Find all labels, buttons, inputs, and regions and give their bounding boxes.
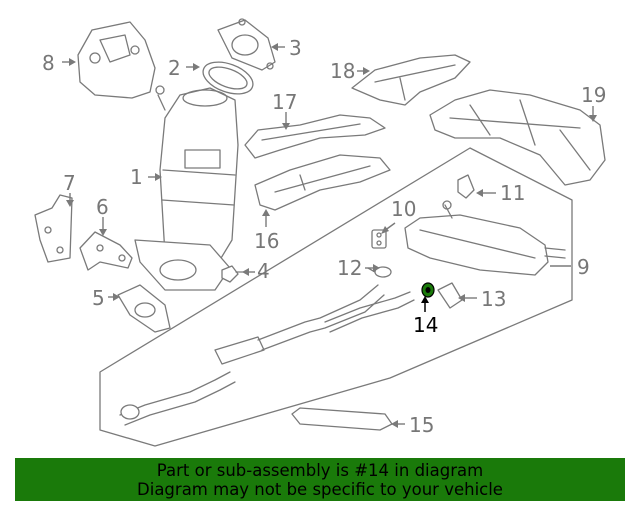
part-14-highlighted[interactable] <box>421 282 435 298</box>
callout-1[interactable]: 1 <box>130 165 143 189</box>
part-13-clamp[interactable] <box>437 282 463 309</box>
part-11-hanger[interactable] <box>457 174 475 199</box>
part-10-insulator[interactable] <box>371 229 387 249</box>
part-1-catalytic-converter[interactable] <box>134 85 239 291</box>
info-banner: Part or sub-assembly is #14 in diagram D… <box>15 458 625 501</box>
callout-6[interactable]: 6 <box>96 195 109 219</box>
callout-labels: 8 2 3 1 4 5 6 7 17 16 18 19 11 10 9 12 1… <box>42 36 606 437</box>
callout-3[interactable]: 3 <box>289 36 302 60</box>
callout-14[interactable]: 14 <box>413 313 438 337</box>
callout-16[interactable]: 16 <box>254 229 279 253</box>
part-3-gasket[interactable] <box>217 18 276 71</box>
callout-18[interactable]: 18 <box>330 59 355 83</box>
callout-11[interactable]: 11 <box>500 181 525 205</box>
callout-2[interactable]: 2 <box>168 56 181 80</box>
part-17-heat-shield[interactable] <box>244 114 386 159</box>
callout-10[interactable]: 10 <box>391 197 416 221</box>
callout-17[interactable]: 17 <box>272 90 297 114</box>
part-19-heat-shield[interactable] <box>429 89 606 186</box>
callout-4[interactable]: 4 <box>257 259 270 283</box>
assembly-outline <box>99 147 573 447</box>
leader-lines <box>62 43 597 428</box>
callout-19[interactable]: 19 <box>581 83 606 107</box>
callout-7[interactable]: 7 <box>63 171 76 195</box>
callout-8[interactable]: 8 <box>42 51 55 75</box>
exhaust-parts-diagram: 8 2 3 1 4 5 6 7 17 16 18 19 11 10 9 12 1… <box>34 18 606 447</box>
part-5-gasket[interactable] <box>117 284 171 333</box>
callout-15[interactable]: 15 <box>409 413 434 437</box>
part-2-gasket[interactable] <box>199 56 257 100</box>
part-7-bracket[interactable] <box>34 194 73 263</box>
callout-12[interactable]: 12 <box>337 256 362 280</box>
part-6-bracket[interactable] <box>79 231 133 271</box>
banner-line-1: Part or sub-assembly is #14 in diagram <box>156 461 484 480</box>
part-18-heat-shield[interactable] <box>351 54 471 106</box>
exhaust-pipe[interactable] <box>119 284 415 426</box>
part-9-muffler[interactable] <box>404 200 566 276</box>
part-8-heat-shield[interactable] <box>77 21 156 99</box>
callout-13[interactable]: 13 <box>481 287 506 311</box>
part-16-heat-shield[interactable] <box>254 154 391 211</box>
part-15-heat-shield[interactable] <box>291 407 393 431</box>
callout-5[interactable]: 5 <box>92 286 105 310</box>
banner-line-2: Diagram may not be specific to your vehi… <box>137 480 503 499</box>
part-4-bolt[interactable] <box>221 265 247 283</box>
callout-9[interactable]: 9 <box>577 255 590 279</box>
